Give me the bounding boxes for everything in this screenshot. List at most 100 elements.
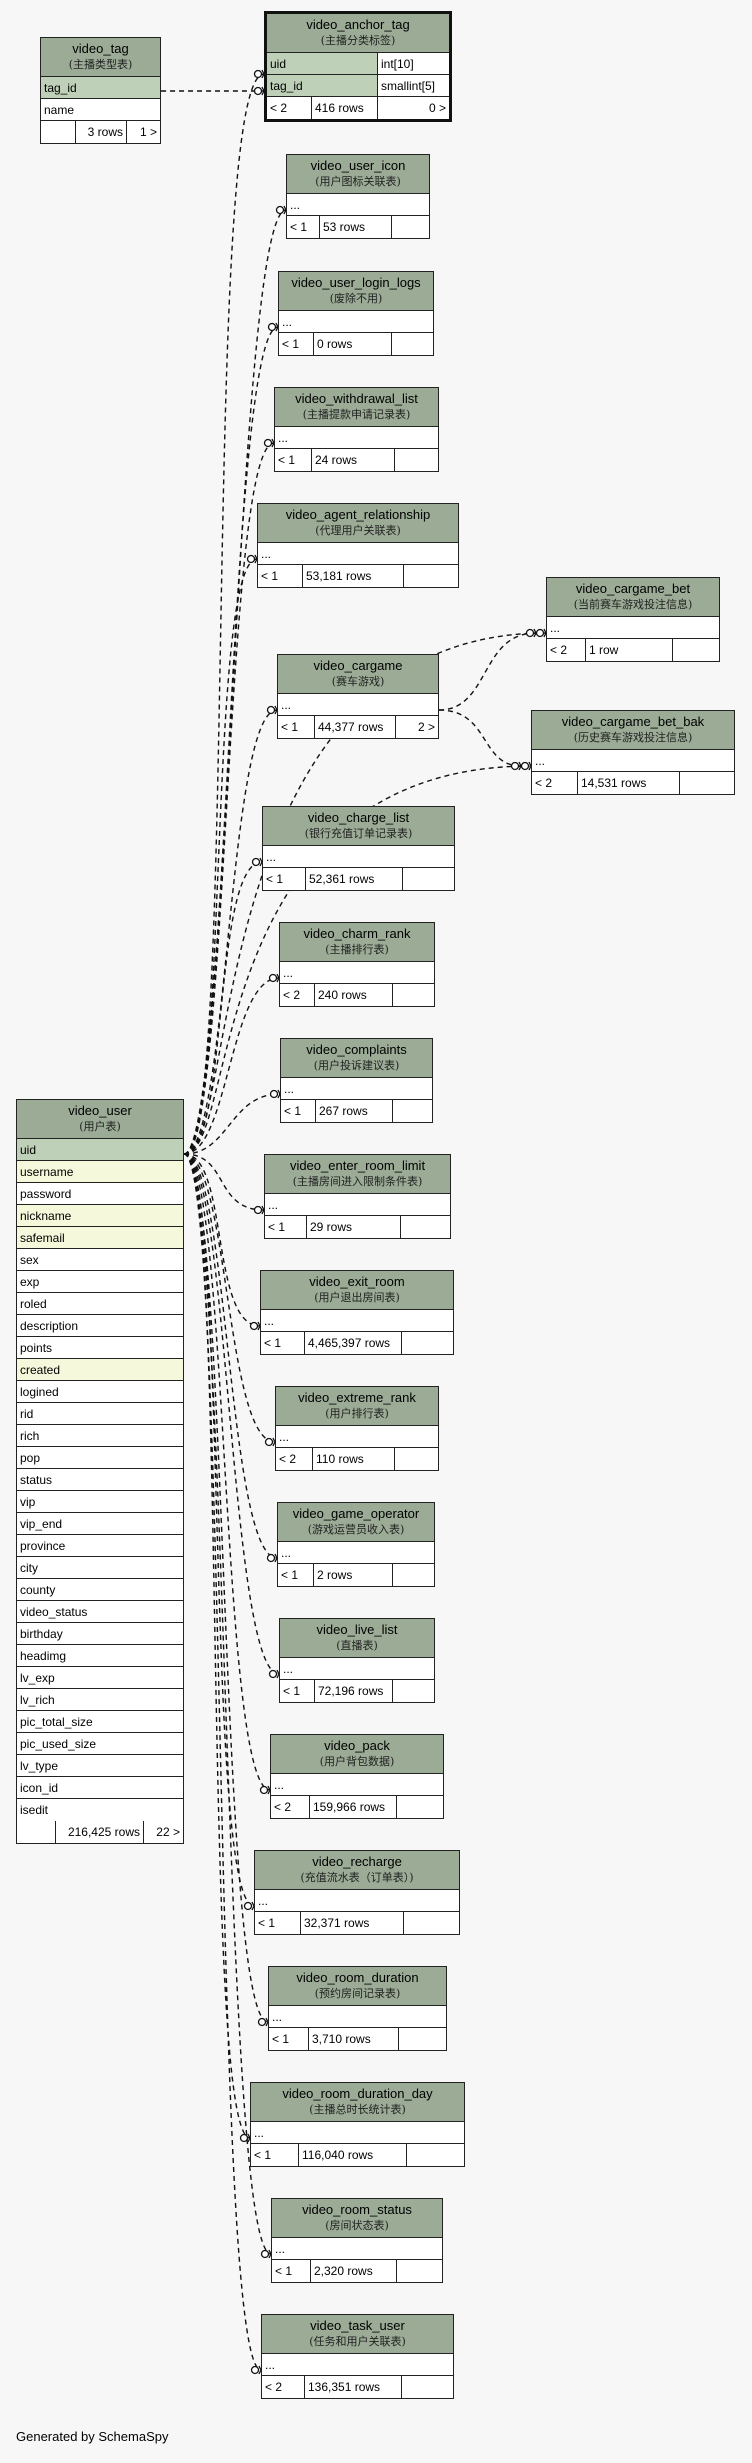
table-name: video_task_user (310, 2318, 405, 2333)
table-name: video_recharge (312, 1854, 402, 1869)
optional-many-marker (520, 761, 530, 771)
table-name: video_user_icon (310, 158, 406, 173)
row-count: 32,371 rows (300, 1912, 403, 1934)
table-name: video_cargame_bet (575, 581, 691, 596)
row-count: 159,966 rows (309, 1796, 396, 1818)
children-count (392, 1100, 432, 1122)
footer-credit: Generated by SchemaSpy (16, 2429, 169, 2444)
column-name: sex (20, 1253, 39, 1267)
column-name: lv_type (20, 1759, 59, 1773)
table-video-enter-room-limit[interactable]: video_enter_room_limit(主播房间进入限制条件表)...< … (264, 1154, 451, 1239)
children-count: 22 > (143, 1821, 183, 1843)
column-row: uid (17, 1139, 183, 1161)
column-type: smallint[5] (377, 75, 449, 96)
children-count (679, 772, 734, 794)
parents-count: < 2 (265, 2380, 283, 2394)
column-name: lv_rich (20, 1693, 55, 1707)
column-name: pic_total_size (20, 1715, 93, 1729)
table-comment: (主播排行表) (325, 943, 389, 956)
column-name: isedit (20, 1803, 49, 1817)
column-row: pic_total_size (17, 1711, 183, 1733)
optional-many-marker (266, 1553, 276, 1563)
column-row: icon_id (17, 1777, 183, 1799)
column-row: ... (281, 1078, 432, 1100)
columns-ellipsis: ... (283, 966, 294, 980)
table-header: video_agent_relationship(代理用户关联表) (258, 504, 458, 543)
children-count (394, 1448, 438, 1470)
table-header: video_task_user(任务和用户关联表) (262, 2315, 453, 2354)
children-count (391, 216, 429, 238)
children-count (396, 2260, 442, 2282)
link-video-charm-rank (183, 977, 280, 1155)
column-row: ... (287, 194, 429, 216)
column-row: ... (263, 846, 454, 868)
table-name: video_extreme_rank (298, 1390, 416, 1405)
parents-count: < 2 (283, 988, 301, 1002)
columns-ellipsis: ... (535, 754, 546, 768)
table-name: video_room_duration (296, 1970, 419, 1985)
column-name: password (20, 1187, 72, 1201)
table-header: video_room_status(房间状态表) (272, 2199, 442, 2238)
table-comment: (游戏运营员收入表) (307, 1523, 405, 1536)
table-comment: (主播房间进入限制条件表) (292, 1175, 423, 1188)
table-name: video_charm_rank (303, 926, 411, 941)
table-name: video_cargame (313, 658, 403, 673)
parents-count: < 1 (282, 337, 300, 351)
column-name: safemail (20, 1231, 65, 1245)
children-count (403, 1912, 459, 1934)
optional-many-marker (269, 1089, 279, 1099)
column-name: icon_id (20, 1781, 59, 1795)
link-video-cargame-bet-uid (183, 632, 547, 1155)
column-row: ... (271, 1774, 443, 1796)
parents-count: < 1 (290, 220, 308, 234)
table-header: video_anchor_tag(主播分类标签) (267, 14, 449, 53)
row-count: 44,377 rows (314, 716, 395, 738)
column-row: ... (278, 1542, 434, 1564)
children-count (392, 1680, 434, 1702)
parents-count: < 1 (261, 569, 279, 583)
table-name: video_complaints (306, 1042, 407, 1057)
columns-ellipsis: ... (264, 1314, 275, 1328)
children-count (396, 1796, 443, 1818)
parents-count: < 1 (268, 1220, 286, 1234)
row-count: 1 row (585, 639, 672, 661)
table-comment: (历史赛车游戏投注信息) (573, 731, 693, 744)
column-name: pop (20, 1451, 41, 1465)
column-name: county (20, 1583, 56, 1597)
table-name: video_user_login_logs (291, 275, 421, 290)
table-header: video_exit_room(用户退出房间表) (261, 1271, 453, 1310)
table-name: video_agent_relationship (285, 507, 431, 522)
children-count (401, 1332, 453, 1354)
column-name: video_status (20, 1605, 88, 1619)
column-row: ... (278, 694, 438, 716)
